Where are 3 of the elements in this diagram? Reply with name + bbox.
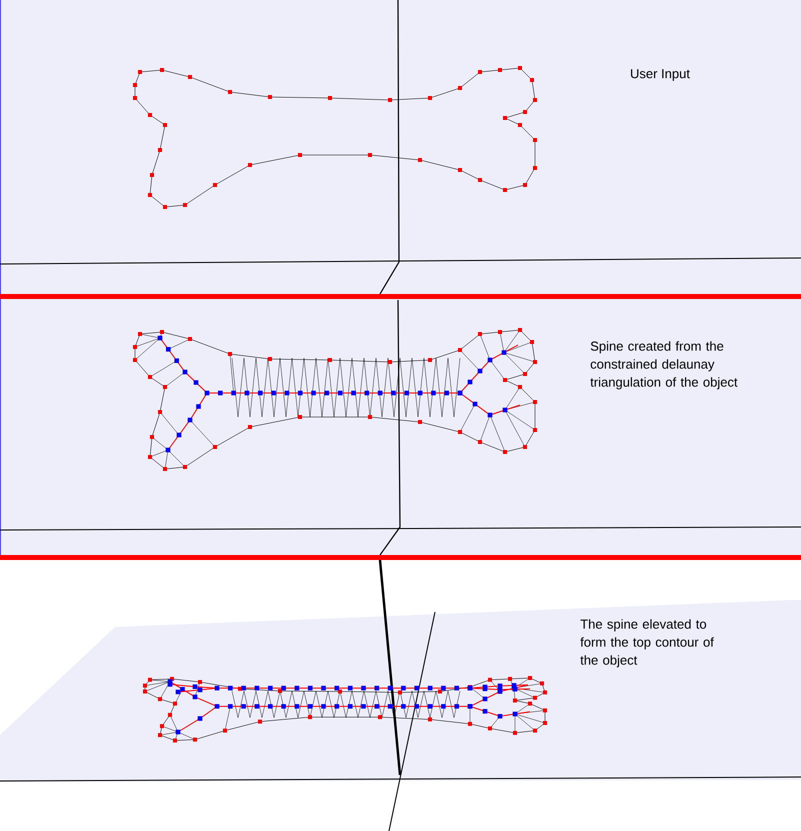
step-caption: The spine elevated to form the top contour of the object	[580, 619, 714, 668]
step-caption: Spine created from the constrained delaunay triangulation of the object	[590, 341, 738, 390]
step-caption: User Input	[631, 69, 690, 81]
